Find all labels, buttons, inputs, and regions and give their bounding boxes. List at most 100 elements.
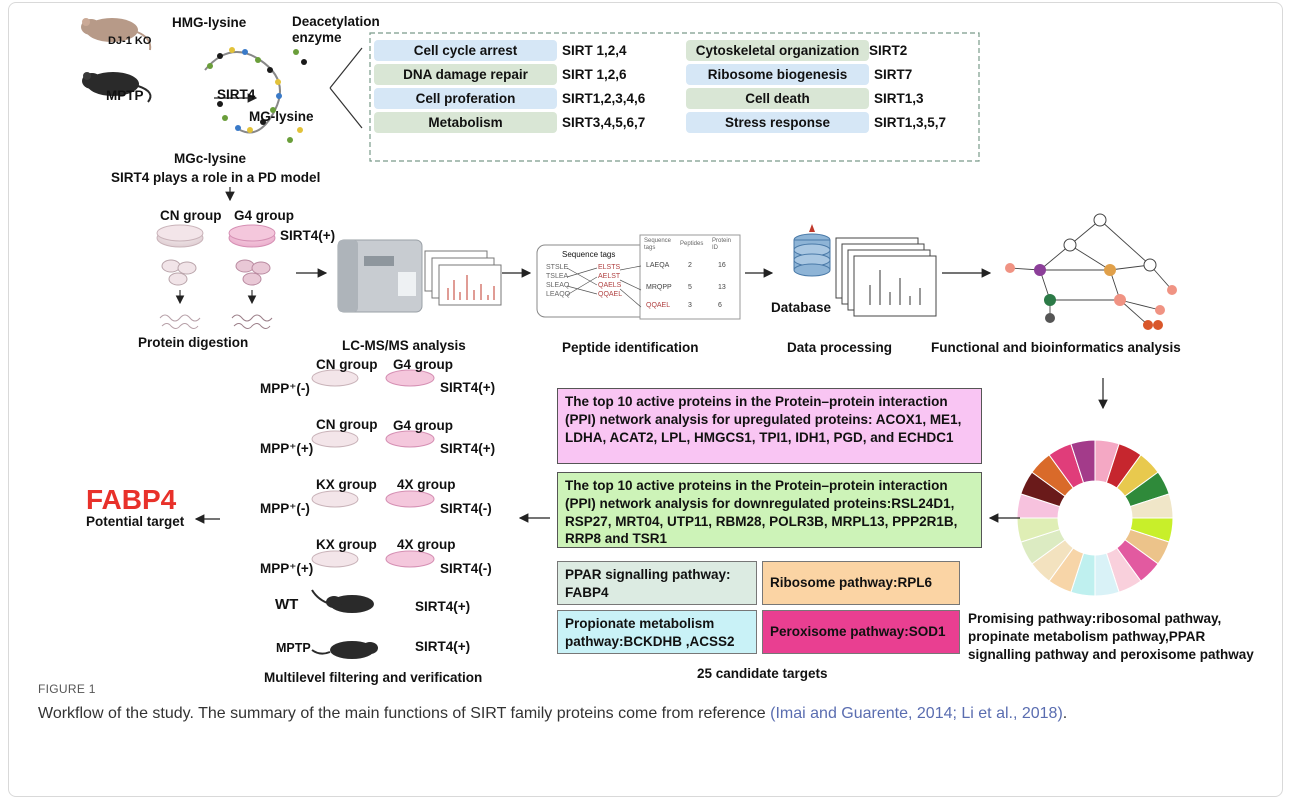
- mptp-bottom-label: MPTP: [276, 641, 311, 655]
- sirt-cytoskeletal: SIRT2: [869, 43, 908, 58]
- filter-row3-sirt: SIRT4(-): [440, 501, 492, 516]
- sirt-cell-death: SIRT1,3: [874, 91, 924, 106]
- filter-row1-sirt: SIRT4(+): [440, 380, 496, 395]
- cells-icon: [161, 259, 271, 286]
- seq-right-2: QAELS: [598, 282, 622, 289]
- result-sheets-icon: [835, 237, 937, 317]
- pathway-donut-chart: [1016, 439, 1174, 597]
- g4-group-label: G4 group: [234, 208, 294, 223]
- table-header-protein: Protein ID: [712, 238, 732, 251]
- table-cell: 3: [688, 302, 692, 309]
- seq-left-3: LEAQQ: [546, 291, 571, 298]
- table-cell: 5: [688, 284, 692, 291]
- network-graph-icon: [1009, 219, 1173, 326]
- seq-right-1: AELST: [598, 273, 621, 280]
- mptp-label: MPTP: [106, 88, 144, 103]
- seq-left-1: TSLEA: [546, 273, 569, 280]
- table-cell: 6: [718, 302, 722, 309]
- table-cell: 2: [688, 262, 692, 269]
- seq-right-3: QQAEL: [598, 291, 623, 298]
- database-icon: [793, 224, 831, 277]
- wt-label: WT: [275, 596, 299, 613]
- spectra-icon: [424, 250, 502, 306]
- function-cell-cycle: Cell cycle arrest: [374, 40, 557, 61]
- database-label: Database: [771, 300, 832, 315]
- seq-left-2: SLEAQ: [546, 282, 570, 289]
- filter-row4-sirt: SIRT4(-): [440, 561, 492, 576]
- table-header-tags: Sequence tags: [644, 238, 672, 251]
- function-ribosome-biogenesis: Ribosome biogenesis: [686, 64, 869, 85]
- digested-protein-icon: [159, 314, 273, 329]
- promising-pathway-text: Promising pathway:ribosomal pathway, pro…: [968, 611, 1254, 662]
- ppar-pathway-box: PPAR signalling pathway: FABP4: [557, 561, 757, 605]
- caption-references[interactable]: (Imai and Guarente, 2014; Li et al., 201…: [770, 705, 1063, 722]
- peptide-link-lines: [619, 265, 642, 308]
- sirt4-enzyme-label: SIRT4: [217, 87, 256, 102]
- mass-spectrometer-icon: [337, 239, 423, 313]
- filter-dishes: [311, 369, 435, 568]
- mptp-sirt-label: SIRT4(+): [415, 639, 471, 654]
- donut-slice: [1070, 439, 1096, 484]
- g4-dish-icon: [228, 224, 276, 248]
- sirt-functions-frame: [369, 32, 980, 162]
- filter-row4-left-group: KX group: [316, 537, 377, 552]
- function-cytoskeletal: Cytoskeletal organization: [686, 40, 869, 61]
- filter-row1-mpp: MPP⁺(-): [260, 381, 310, 396]
- ppi-upregulated-box: The top 10 active proteins in the Protei…: [557, 388, 982, 464]
- table-cell: 16: [718, 262, 726, 269]
- table-cell: MRQPP: [646, 284, 672, 291]
- filter-row4-mpp: MPP⁺(+): [260, 561, 314, 576]
- fabp4-title: FABP4: [86, 484, 177, 515]
- caption-end: .: [1062, 705, 1068, 722]
- dj1-mouse-icon: [81, 18, 152, 51]
- filter-row1-left-group: CN group: [316, 357, 378, 372]
- wt-mouse-icon: [311, 589, 374, 613]
- function-stress-response: Stress response: [686, 112, 869, 133]
- filter-row2-mpp: MPP⁺(+): [260, 441, 314, 456]
- table-cell: QQAEL: [646, 302, 671, 309]
- data-processing-label: Data processing: [787, 340, 893, 355]
- peptide-table: [639, 234, 741, 320]
- propionate-pathway-box: Propionate metabolism pathway:BCKDHB ,AC…: [557, 610, 757, 654]
- function-dna-repair: DNA damage repair: [374, 64, 557, 85]
- hmg-lysine-label: HMG-lysine: [172, 15, 247, 30]
- protein-digestion-label: Protein digestion: [138, 335, 249, 350]
- lcms-label: LC-MS/MS analysis: [342, 338, 466, 353]
- caption-text: Workflow of the study. The summary of th…: [38, 705, 771, 722]
- table-header-peptides: Peptides: [680, 241, 704, 247]
- functional-analysis-label: Functional and bioinformatics analysis: [931, 340, 1181, 355]
- sirt-cell-proliferation: SIRT1,2,3,4,6: [562, 91, 646, 106]
- peptide-identification-label: Peptide identification: [562, 340, 699, 355]
- sirt4-plus-label: SIRT4(+): [280, 228, 336, 243]
- cn-group-label: CN group: [160, 208, 222, 223]
- filter-row2-sirt: SIRT4(+): [440, 441, 496, 456]
- fabp4-subtitle: Potential target: [86, 514, 185, 529]
- ribosome-pathway-box: Ribosome pathway:RPL6: [762, 561, 960, 605]
- function-cell-proliferation: Cell proferation: [374, 88, 557, 109]
- mptp-mouse-bottom-icon: [311, 641, 378, 659]
- filter-row3-mpp: MPP⁺(-): [260, 501, 310, 516]
- mgc-lysine-label: MGc-lysine: [174, 151, 247, 166]
- deacetylation-label: Deacetylation enzyme: [292, 14, 380, 45]
- table-cell: 13: [718, 284, 726, 291]
- seq-right-0: ELSTS: [598, 264, 621, 271]
- ppi-downregulated-box: The top 10 active proteins in the Protei…: [557, 472, 982, 548]
- figure-label: FIGURE 1: [38, 682, 96, 696]
- dj1-ko-label: DJ-1 KO: [108, 35, 152, 47]
- function-metabolism: Metabolism: [374, 112, 557, 133]
- sirt-metabolism: SIRT3,4,5,6,7: [562, 115, 646, 130]
- wt-sirt-label: SIRT4(+): [415, 599, 471, 614]
- seq-left-0: STSLE: [546, 264, 569, 271]
- candidate-targets-label: 25 candidate targets: [697, 666, 828, 681]
- table-cell: LAEQA: [646, 262, 670, 269]
- cn-dish-icon: [156, 224, 204, 248]
- sirt-ribosome-biogenesis: SIRT7: [874, 67, 913, 82]
- filter-row3-right-group: 4X group: [397, 477, 456, 492]
- peroxisome-pathway-box: Peroxisome pathway:SOD1: [762, 610, 960, 654]
- sirt-stress-response: SIRT1,3,5,7: [874, 115, 947, 130]
- sirt-dna-repair: SIRT 1,2,6: [562, 67, 627, 82]
- filter-row4-right-group: 4X group: [397, 537, 456, 552]
- filter-row1-right-group: G4 group: [393, 357, 453, 372]
- mptp-mouse-icon: [82, 72, 152, 103]
